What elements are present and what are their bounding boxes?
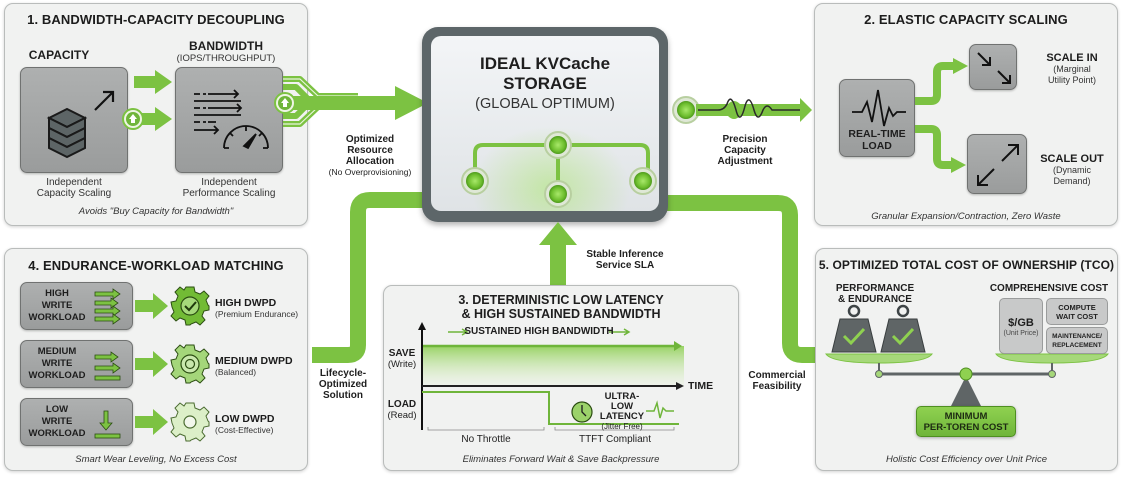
panel-endurance-workload-matching: 4. ENDURANCE-WORKLOAD MATCHING HIGH WRIT… bbox=[4, 248, 308, 471]
ttft-label: TTFT Compliant bbox=[578, 434, 652, 445]
network-node-icon bbox=[629, 167, 657, 195]
scale-in-label: SCALE IN (Marginal Utility Point) bbox=[1046, 52, 1098, 85]
sustained-label: SUSTAINED HIGH BANDWIDTH bbox=[464, 326, 614, 337]
save-label: SAVE (Write) bbox=[387, 348, 417, 370]
workload-box-medium: MEDIUM WRITE WORKLOAD bbox=[20, 340, 133, 388]
bandwidth-upgrade-badge-icon bbox=[274, 92, 296, 114]
comprehensive-cost-label: COMPREHENSIVE COST bbox=[989, 283, 1109, 294]
pulse-waveform-icon bbox=[852, 89, 906, 127]
network-node-icon bbox=[544, 180, 572, 208]
panel-footer: Smart Wear Leveling, No Excess Cost bbox=[75, 454, 237, 465]
panel-elastic-capacity-scaling: 2. ELASTIC CAPACITY SCALING REAL-TIME LO… bbox=[814, 3, 1118, 226]
panel-footer: Holistic Cost Efficiency over Unit Price bbox=[885, 454, 1048, 465]
maintenance-replacement-box: MAINTENANCE/ REPLACEMENT bbox=[1046, 327, 1108, 354]
center-title-line2: STORAGE bbox=[503, 74, 587, 93]
panel-title: 4. ENDURANCE-WORKLOAD MATCHING bbox=[28, 258, 284, 273]
bandwidth-caption: Independent Performance Scaling bbox=[182, 177, 276, 199]
capacity-box bbox=[20, 67, 128, 173]
workload-to-dwpd-arrows bbox=[135, 286, 210, 442]
load-read-line bbox=[422, 391, 679, 425]
bandwidth-box bbox=[175, 67, 283, 173]
scale-in-box bbox=[969, 44, 1017, 90]
capacity-caption: Independent Capacity Scaling bbox=[36, 177, 112, 199]
bandwidth-label: BANDWIDTH bbox=[189, 39, 263, 53]
scale-out-box bbox=[967, 134, 1027, 194]
minimum-per-token-cost-box: MINIMUM PER-TOREN COST bbox=[916, 406, 1016, 437]
right-scale-pan bbox=[995, 353, 1109, 364]
dwpd-label-high: HIGH DWPD (Premium Endurance) bbox=[215, 297, 299, 319]
tco-balance-scale bbox=[825, 304, 1109, 406]
load-label: LOAD (Read) bbox=[387, 399, 417, 421]
upper-decouple-arrow bbox=[134, 70, 172, 94]
jitter-pulse-icon bbox=[646, 400, 674, 419]
panel-footer: Avoids "Buy Capacity for Bandwidth" bbox=[78, 206, 234, 217]
sustained-bandwidth-area bbox=[422, 346, 684, 386]
lower-decouple-arrow bbox=[134, 107, 172, 131]
scaling-branch-arrows bbox=[915, 58, 968, 173]
panel-footer: Eliminates Forward Wait & Save Backpress… bbox=[462, 454, 660, 465]
lifecycle-label: Lifecycle- Optimized Solution bbox=[318, 368, 368, 401]
scale-out-label: SCALE OUT (Dynamic Demand) bbox=[1040, 153, 1104, 186]
bandwidth-sublabel: (IOPS/THROUGHPUT) bbox=[176, 53, 276, 64]
no-throttle-bracket bbox=[427, 427, 545, 431]
ttft-bracket bbox=[554, 427, 675, 431]
clock-icon bbox=[571, 401, 593, 423]
scale-out-arrows-icon bbox=[977, 144, 1019, 186]
panel-optimized-tco: 5. OPTIMIZED TOTAL COST OF OWNERSHIP (TC… bbox=[815, 248, 1118, 471]
compute-wait-cost-box: COMPUTE WAIT COST bbox=[1046, 298, 1108, 325]
dwpd-label-low: LOW DWPD (Cost-Effective) bbox=[215, 413, 275, 435]
gear-low-icon bbox=[170, 402, 210, 442]
time-label: TIME bbox=[688, 380, 714, 392]
storage-stack-icon bbox=[46, 107, 88, 159]
gear-medium-icon bbox=[170, 344, 210, 384]
ultra-low-latency-label: ULTRA-LOW LATENCY (Jitter Free) bbox=[599, 391, 645, 432]
center-title-line1: IDEAL KVCache bbox=[479, 54, 611, 73]
network-node-icon bbox=[461, 167, 489, 195]
upgrade-badge-icon bbox=[122, 108, 144, 130]
capacity-label: CAPACITY bbox=[28, 48, 90, 62]
panel-title: 2. ELASTIC CAPACITY SCALING bbox=[864, 12, 1068, 27]
panel-title: 5. OPTIMIZED TOTAL COST OF OWNERSHIP (TC… bbox=[818, 258, 1115, 272]
left-scale-pan bbox=[825, 353, 933, 364]
workload-box-low: LOW WRITE WORKLOAD bbox=[20, 398, 133, 446]
dwpd-label-medium: MEDIUM DWPD (Balanced) bbox=[215, 355, 293, 377]
scale-fulcrum bbox=[951, 376, 981, 406]
real-time-load-box: REAL-TIME LOAD bbox=[839, 79, 915, 157]
growth-arrow-icon bbox=[94, 90, 115, 111]
throughput-speedometer-icon bbox=[194, 89, 269, 150]
panel-title: 1. BANDWIDTH-CAPACITY DECOUPLING bbox=[27, 12, 285, 27]
center-subtitle: (GLOBAL OPTIMUM) bbox=[475, 96, 615, 112]
precision-capacity-label: Precision Capacity Adjustment bbox=[717, 134, 773, 167]
low-write-arrow-icon bbox=[94, 410, 121, 439]
wave-icon bbox=[698, 98, 800, 118]
weight-check-icon bbox=[880, 304, 926, 353]
workload-box-high: HIGH WRITE WORKLOAD bbox=[20, 282, 133, 330]
scale-in-arrows-icon bbox=[977, 52, 1011, 84]
gear-check-icon bbox=[170, 286, 210, 326]
resource-allocation-label: Optimized Resource Allocation (No Overpr… bbox=[328, 134, 412, 177]
network-node-icon bbox=[672, 96, 700, 124]
commercial-label: Commercial Feasibility bbox=[748, 370, 806, 392]
panel-footer: Granular Expansion/Contraction, Zero Was… bbox=[871, 211, 1061, 222]
medium-write-arrows-icon bbox=[94, 351, 121, 381]
high-write-arrows-icon bbox=[94, 288, 121, 325]
panel-bandwidth-capacity-decoupling: 1. BANDWIDTH-CAPACITY DECOUPLING CAPACIT… bbox=[4, 3, 308, 226]
stable-sla-arrow bbox=[539, 222, 577, 286]
panel-deterministic-low-latency: 3. DETERMINISTIC LOW LATENCY & HIGH SUST… bbox=[383, 285, 739, 471]
no-throttle-label: No Throttle bbox=[461, 434, 511, 445]
latency-timeline-chart bbox=[418, 322, 684, 431]
network-node-icon bbox=[544, 131, 572, 159]
unit-price-box: $/GB (Unit Price) bbox=[999, 298, 1043, 354]
performance-endurance-label: PERFORMANCE & ENDURANCE bbox=[835, 283, 915, 305]
stable-sla-label: Stable Inference Service SLA bbox=[586, 249, 664, 271]
panel-title: 3. DETERMINISTIC LOW LATENCY & HIGH SUST… bbox=[458, 293, 664, 321]
weight-check-icon bbox=[831, 304, 877, 353]
